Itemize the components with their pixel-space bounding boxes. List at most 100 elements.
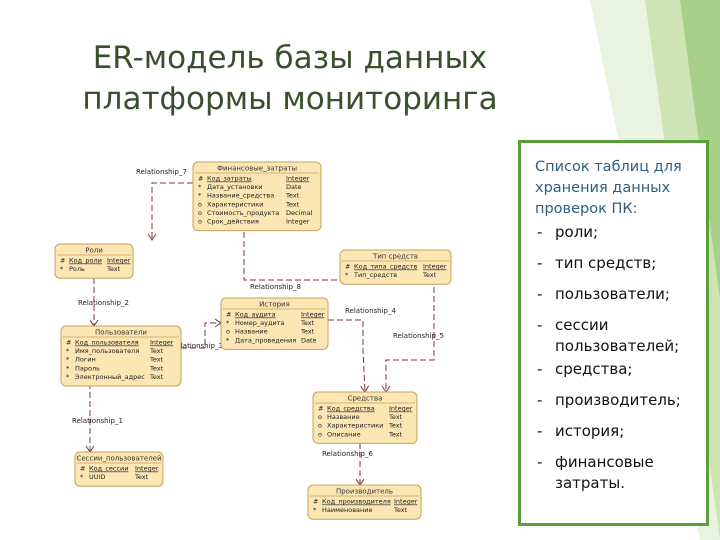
- panel-heading-line: хранения данных: [535, 180, 671, 196]
- entity-title: Производитель: [336, 488, 393, 496]
- field-name: Срок_действия: [207, 218, 259, 226]
- entity-box: [60, 325, 182, 387]
- field-name: Логин: [75, 356, 96, 364]
- field-name: Код_средства: [327, 405, 375, 413]
- relationship-label: Relationship_7: [136, 168, 187, 176]
- table-list-item: пользователи;: [535, 284, 700, 305]
- field-type: Integer: [423, 263, 447, 271]
- field-type: Integer: [286, 218, 310, 226]
- field-type: Text: [149, 347, 164, 355]
- entity-title: История: [259, 301, 290, 309]
- field-marker: #: [345, 263, 350, 271]
- field-marker: *: [226, 336, 230, 344]
- table-list-item-text: сессии: [555, 316, 609, 334]
- field-type: Integer: [107, 257, 131, 265]
- table-list-panel: Список таблиц для хранения данных проверок…: [518, 140, 709, 526]
- table-list-item-text: роли;: [555, 223, 599, 241]
- field-type: Text: [388, 413, 403, 421]
- field-marker: #: [66, 339, 71, 347]
- field-type: Integer: [301, 311, 325, 319]
- entity-box: [220, 297, 329, 350]
- field-marker: *: [226, 319, 230, 327]
- field-name: Код_роли: [69, 257, 102, 265]
- relationship-label: Relationship_5: [393, 332, 444, 340]
- field-type: Text: [422, 271, 437, 279]
- field-type: Date: [301, 336, 317, 344]
- field-type: Text: [300, 328, 315, 336]
- field-name: Пароль: [75, 364, 100, 372]
- field-name: Код_аудита: [235, 311, 276, 319]
- field-marker: *: [80, 473, 84, 481]
- field-name: Стоимость_продукта: [207, 209, 279, 217]
- field-marker: o: [318, 422, 322, 430]
- table-list-item-text: пользователи;: [555, 285, 670, 303]
- relationship-r5: Relationship_5: [381, 287, 444, 393]
- field-marker: o: [198, 209, 202, 217]
- field-marker: *: [66, 373, 70, 381]
- relationship-line: [181, 322, 221, 349]
- field-name: Дата_установки: [207, 183, 262, 191]
- field-marker: *: [198, 192, 202, 200]
- field-marker: *: [345, 271, 349, 279]
- entity-title: Пользователи: [95, 329, 147, 337]
- entity-title: Тип средств: [372, 253, 418, 261]
- relationship-line: [385, 287, 435, 392]
- field-type: Integer: [389, 405, 413, 413]
- entity-box: [54, 243, 134, 279]
- field-name: Название: [327, 413, 360, 421]
- table-list-item: тип средств;: [535, 253, 700, 274]
- relationship-r2: Relationship_2: [78, 278, 129, 327]
- relationship-label: Relationship_6: [322, 450, 373, 458]
- field-type: Text: [388, 430, 403, 438]
- field-marker: o: [226, 328, 230, 336]
- relationship-label: Relationship_3: [172, 342, 223, 350]
- relationship-label: Relationship_8: [250, 283, 301, 291]
- field-marker: o: [318, 413, 322, 421]
- panel-heading-line: Список таблиц для: [535, 159, 682, 175]
- table-list-item: средства;: [535, 359, 700, 380]
- field-name: Название_средства: [207, 192, 274, 200]
- entity-box: [74, 451, 164, 487]
- field-name: UUID: [89, 473, 105, 481]
- entity-title: Средства: [348, 395, 383, 403]
- field-type: Text: [388, 422, 403, 430]
- field-name: Код_типа_средств: [354, 263, 417, 271]
- field-name: Характеристики: [207, 200, 263, 208]
- table-list-item-text: средства;: [555, 360, 633, 378]
- table-list-item: производитель;: [535, 390, 700, 411]
- relationship-label: Relationship_1: [72, 417, 123, 425]
- field-name: Код_затраты: [207, 175, 252, 183]
- field-name: Электронный_адрес: [75, 373, 145, 381]
- table-list-item: роли;: [535, 222, 700, 243]
- relationship-line: [151, 182, 193, 240]
- field-name: Роль: [69, 265, 85, 273]
- field-type: Integer: [150, 339, 174, 347]
- crowfoot-mark: [147, 233, 157, 241]
- entity-box: [307, 484, 422, 520]
- page-title-line-2: платформы мониторинга: [82, 81, 498, 117]
- page-title: ER-модель базы данных платформы монитори…: [40, 38, 540, 120]
- field-marker: #: [80, 465, 85, 473]
- entity-title: Финансовые_затраты: [217, 165, 297, 173]
- relationship-r6: Relationship_6: [322, 443, 373, 486]
- relationship-label: Relationship_4: [345, 307, 396, 315]
- field-marker: *: [66, 364, 70, 372]
- panel-heading-line: проверок ПК:: [535, 201, 638, 217]
- relationship-line: [328, 319, 366, 393]
- entity-box: [339, 249, 452, 285]
- table-list-item-text: затраты.: [555, 474, 625, 492]
- field-type: Integer: [135, 465, 159, 473]
- field-marker: #: [226, 311, 231, 319]
- field-name: Дата_проведения: [235, 336, 296, 344]
- field-marker: *: [66, 356, 70, 364]
- field-type: Text: [285, 192, 300, 200]
- field-marker: #: [60, 257, 65, 265]
- table-list-item-text: история;: [555, 422, 625, 440]
